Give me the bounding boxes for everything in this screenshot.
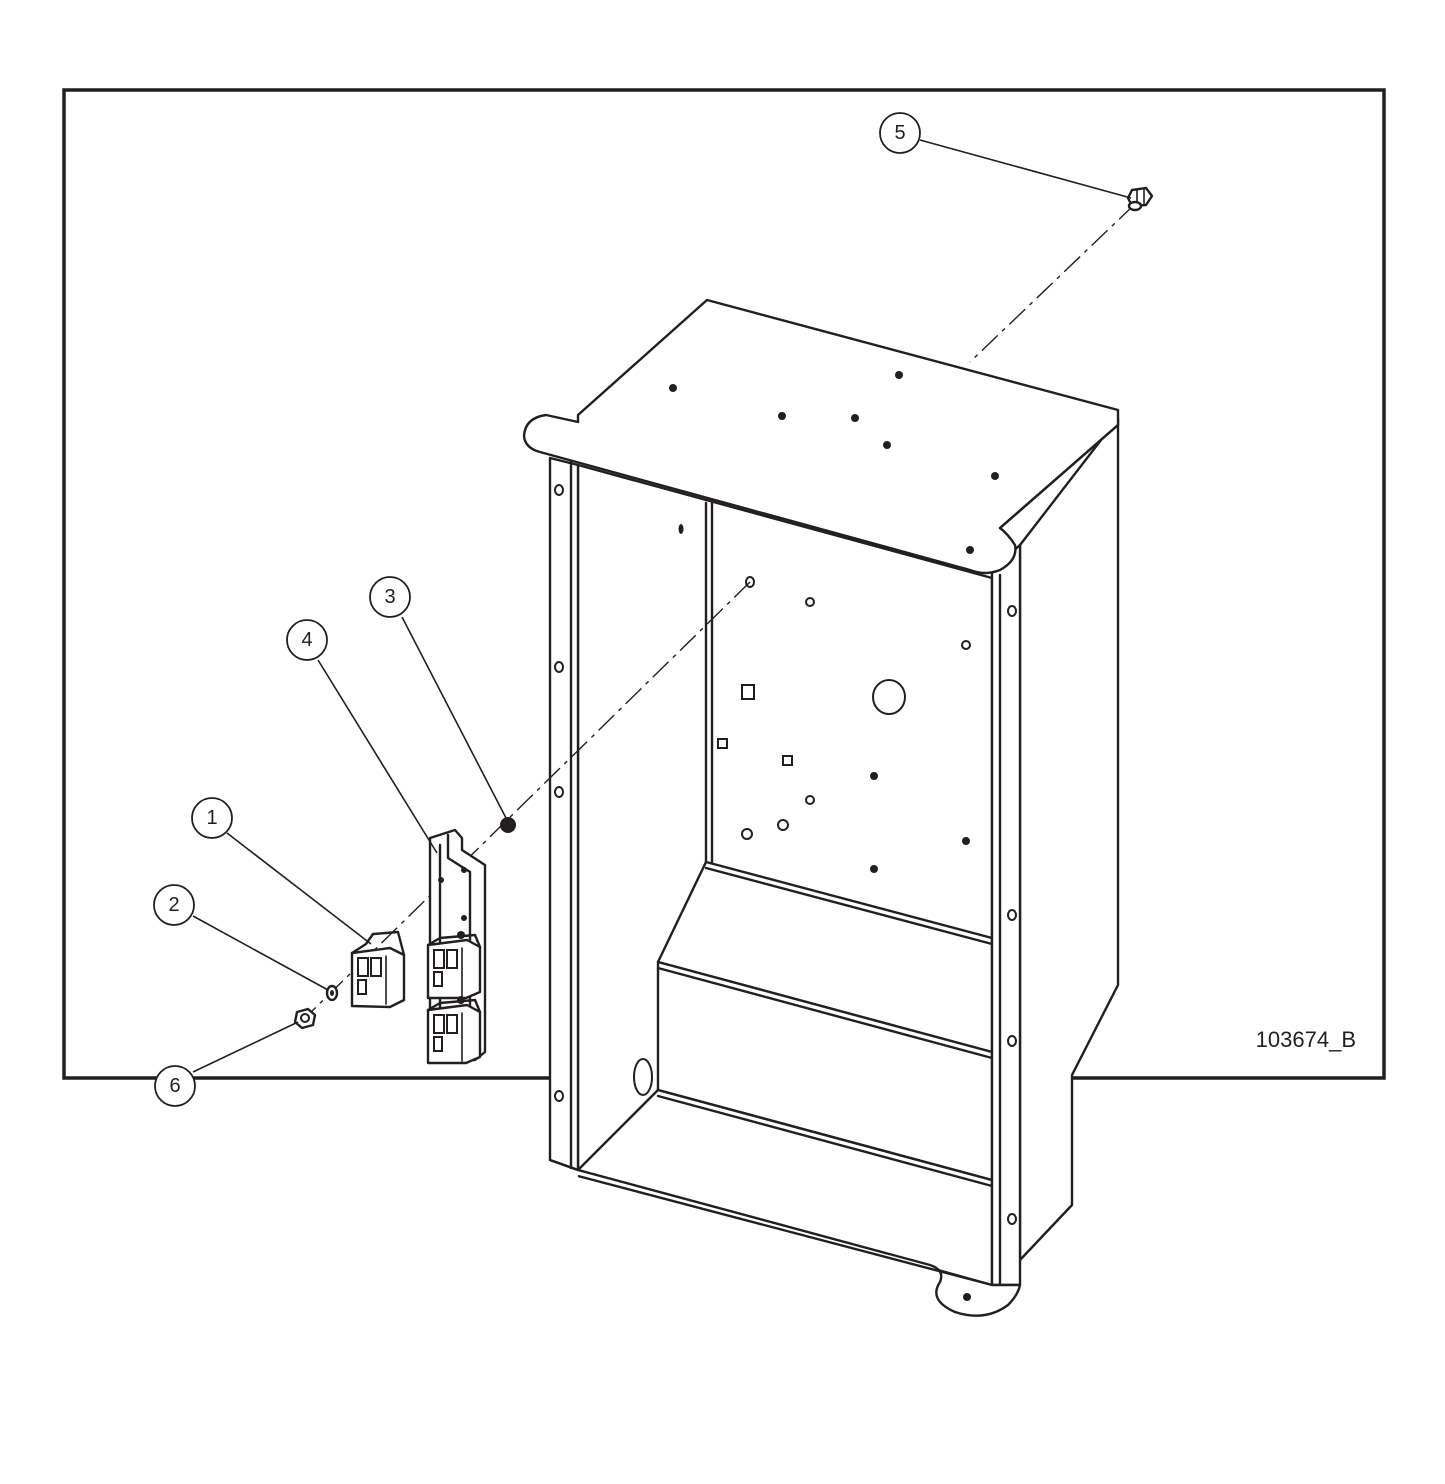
back-wall-hole bbox=[961, 640, 971, 650]
callout-label: 4 bbox=[301, 629, 312, 651]
lid-hole bbox=[851, 414, 859, 422]
back-wall-hole bbox=[741, 828, 753, 840]
bracket-hole bbox=[461, 915, 467, 921]
callout-label: 2 bbox=[168, 894, 179, 916]
flange-hole bbox=[554, 786, 564, 798]
bracket-hole bbox=[461, 867, 467, 873]
shelf-lower-edge bbox=[656, 1088, 994, 1188]
drawing-number: 103674_B bbox=[1256, 1027, 1356, 1052]
callout-6: 6 bbox=[154, 1065, 196, 1107]
relay-mounted-upper bbox=[426, 931, 482, 1000]
flange-hole bbox=[1007, 909, 1017, 921]
shelf-front-edge bbox=[656, 966, 994, 1060]
enclosure bbox=[522, 298, 1120, 1317]
enclosure-floor bbox=[577, 1168, 1022, 1317]
lid-hole bbox=[883, 441, 891, 449]
callout-label: 5 bbox=[894, 122, 905, 144]
callout-5: 5 bbox=[879, 112, 921, 154]
back-wall-hole bbox=[678, 524, 684, 534]
leader-line-4 bbox=[317, 659, 438, 854]
nut-part-6 bbox=[293, 1007, 317, 1030]
leader-line-3 bbox=[401, 616, 507, 819]
callout-label: 6 bbox=[169, 1075, 180, 1097]
left-flange bbox=[548, 456, 580, 1172]
relay-part-1 bbox=[350, 930, 406, 1009]
flange-hole bbox=[554, 1090, 564, 1102]
back-wall-stud bbox=[741, 684, 755, 700]
callout-1: 1 bbox=[191, 797, 233, 839]
callout-label: 1 bbox=[206, 807, 217, 829]
relay-mounted-lower bbox=[426, 996, 482, 1065]
back-panel-edge bbox=[704, 501, 714, 864]
flange-hole bbox=[554, 661, 564, 673]
washer-part-2 bbox=[325, 984, 339, 1002]
lid-hole bbox=[895, 371, 903, 379]
enclosure-lid bbox=[522, 298, 1120, 575]
back-wall-hole bbox=[805, 795, 815, 805]
lid-edge bbox=[998, 423, 1120, 530]
leader-line-6 bbox=[192, 1021, 299, 1073]
back-wall-hole bbox=[962, 837, 970, 845]
shelf-slope bbox=[576, 1088, 660, 1172]
back-wall-hole bbox=[805, 597, 815, 607]
back-wall-square-hole bbox=[782, 755, 793, 766]
callout-label: 3 bbox=[384, 586, 395, 608]
floor-tab-hole bbox=[963, 1293, 971, 1301]
lid-hole bbox=[966, 546, 974, 554]
flange-hole bbox=[1007, 605, 1017, 617]
callout-2: 2 bbox=[153, 884, 195, 926]
back-wall-hole bbox=[870, 772, 878, 780]
flange-hole bbox=[1007, 1035, 1017, 1047]
flange-hole bbox=[554, 484, 564, 496]
lid-hole bbox=[778, 412, 786, 420]
nut-part-3 bbox=[500, 817, 516, 833]
leader-line-1 bbox=[226, 832, 372, 945]
enclosure-right-wall bbox=[1018, 416, 1120, 1262]
callout-4: 4 bbox=[286, 619, 328, 661]
lid-hole bbox=[991, 472, 999, 480]
bracket-hole bbox=[438, 877, 444, 883]
screw-center-line bbox=[969, 203, 1136, 363]
lid-hole bbox=[669, 384, 677, 392]
floor-front-edge bbox=[548, 1158, 580, 1172]
shelf-edge bbox=[704, 866, 994, 946]
back-wall-knockout bbox=[872, 679, 906, 715]
back-wall-hole bbox=[870, 865, 878, 873]
callout-3: 3 bbox=[369, 576, 411, 618]
leader-line-2 bbox=[192, 915, 329, 991]
back-wall-hole bbox=[777, 819, 789, 831]
mounting-center-line bbox=[304, 581, 751, 1019]
back-wall-square-hole bbox=[717, 738, 728, 749]
cable-hole bbox=[633, 1058, 653, 1096]
leader-line-5 bbox=[919, 139, 1132, 199]
flange-hole bbox=[1007, 1213, 1017, 1225]
screw-part-5 bbox=[1126, 186, 1154, 212]
